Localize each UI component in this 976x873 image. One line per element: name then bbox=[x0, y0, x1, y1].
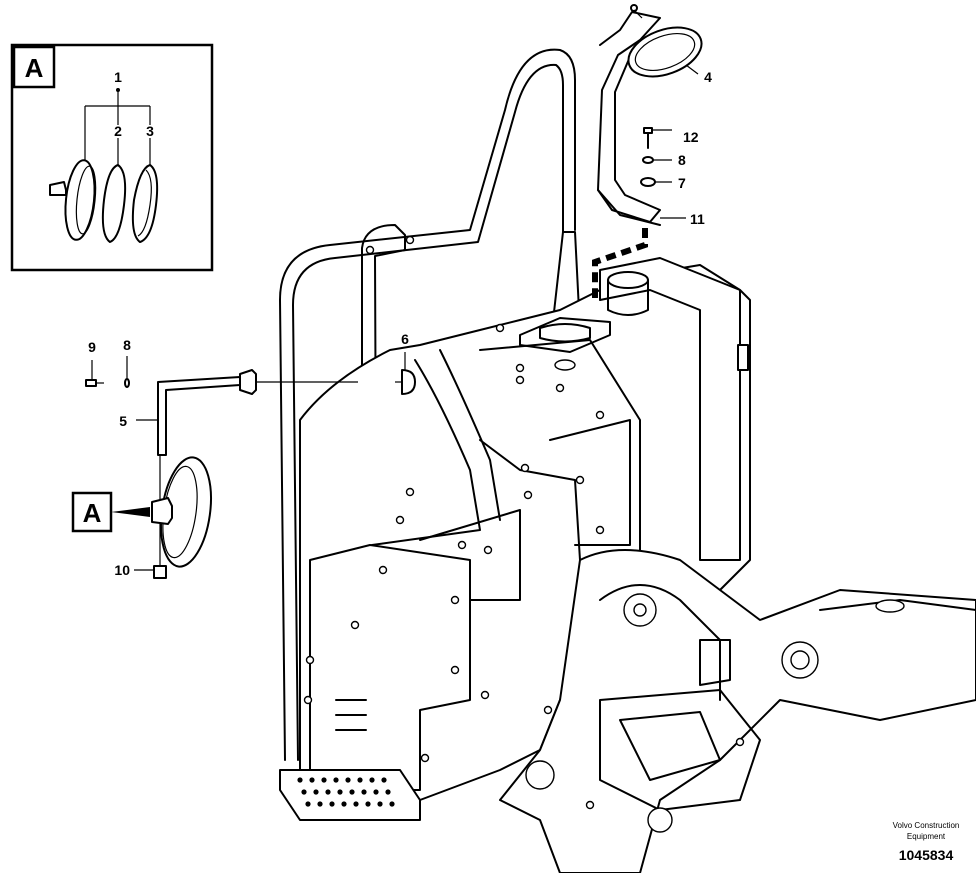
label-part-12: 12 bbox=[683, 129, 699, 145]
caption: Volvo Construction Equipment 1045834 bbox=[893, 821, 960, 863]
caption-company-sub: Equipment bbox=[907, 832, 946, 841]
label-part-4: 4 bbox=[704, 69, 712, 85]
label-part-11: 11 bbox=[690, 211, 705, 227]
label-part-9: 9 bbox=[88, 339, 96, 355]
part-labels: 1 2 3 4 12 8 7 11 6 9 8 5 10 bbox=[88, 69, 712, 578]
mirror-arm-assembly bbox=[85, 369, 416, 579]
label-part-1: 1 bbox=[114, 69, 122, 85]
detail-callout: A bbox=[71, 491, 150, 533]
caption-company: Volvo Construction bbox=[893, 821, 960, 830]
fastener-stack bbox=[640, 127, 656, 187]
label-part-8-upper: 8 bbox=[678, 152, 686, 168]
label-part-8-lower: 8 bbox=[123, 337, 131, 353]
label-part-6: 6 bbox=[401, 331, 409, 347]
label-part-5: 5 bbox=[119, 413, 127, 429]
detail-box: A bbox=[10, 43, 214, 272]
label-part-7: 7 bbox=[678, 175, 686, 191]
mirror-bracket bbox=[592, 4, 703, 298]
detail-letter: A bbox=[25, 53, 44, 83]
step-holes bbox=[297, 777, 395, 807]
label-part-3: 3 bbox=[146, 123, 154, 139]
detail-callout-letter: A bbox=[83, 498, 102, 528]
label-part-2: 2 bbox=[114, 123, 122, 139]
machine-body bbox=[279, 48, 976, 873]
label-part-10: 10 bbox=[114, 562, 130, 578]
leader-lines bbox=[91, 64, 699, 571]
caption-drawing-number: 1045834 bbox=[899, 847, 954, 863]
panel-bolts bbox=[303, 235, 745, 810]
